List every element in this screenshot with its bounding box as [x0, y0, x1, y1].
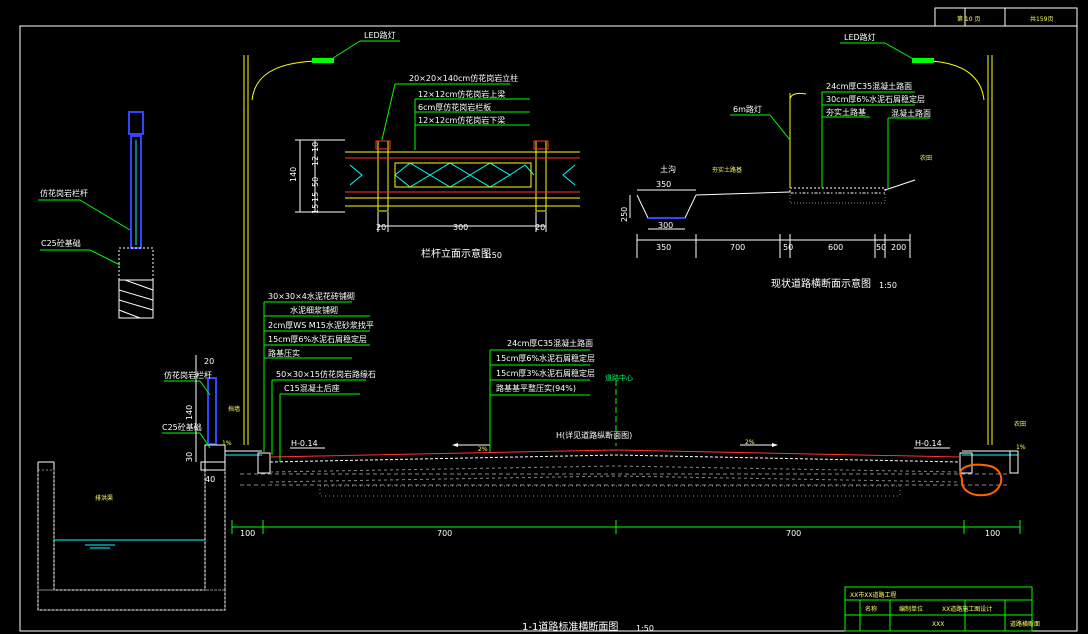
slope-road-right: 2% — [745, 439, 755, 446]
existing-pave: 24cm厚C35混凝土路面 — [826, 81, 912, 91]
level-left: H-0.14 — [291, 439, 318, 448]
centerline-label: 道路中心 — [605, 373, 633, 382]
existing-dim-1: 300 — [658, 221, 673, 230]
existing-scale: 1:50 — [879, 281, 897, 290]
tb-r2c2: XXX — [932, 621, 944, 628]
railing-note-3: 6cm厚仿花岗岩栏板 — [418, 102, 491, 112]
existing-sub: 夯实土路基 — [826, 107, 866, 117]
railing-dim-h4: 15 — [311, 192, 320, 202]
railing-note-2: 12×12cm仿花岗岩上梁 — [418, 89, 505, 99]
existing-edge: 农田 — [920, 154, 932, 162]
left-base-label: C25砼基础 — [41, 238, 81, 248]
sidewalk-note-7: C15混凝土后座 — [284, 383, 340, 393]
level-right: H-0.14 — [915, 439, 942, 448]
sidewalk-note-3: 2cm厚WS M15水泥砂浆找平 — [268, 320, 374, 330]
sheet-total: 共159页 — [1030, 15, 1053, 23]
railing-title: 栏杆立面示意图 — [421, 247, 491, 260]
main-dim-30: 30 — [185, 452, 194, 462]
tb-r1c2: 编制单位 — [899, 605, 923, 613]
existing-dim-7: 50 — [876, 243, 886, 252]
left-railing-label: 仿花岗岩栏杆 — [40, 188, 88, 198]
slope-sidewalk-right: 1% — [1016, 444, 1026, 451]
title-block-bottom: XX市XX道路工程 名称 编制单位 XX道路施工图设计 XXX 道路横断面 — [844, 586, 1040, 632]
markup-circle — [959, 463, 1003, 497]
railing-dim-total: 140 — [289, 167, 298, 182]
existing-shoulder: 夯实土路基 — [712, 166, 742, 174]
main-dim-3: 100 — [985, 529, 1000, 538]
existing-dim-4: 700 — [730, 243, 745, 252]
main-dim-140: 140 — [185, 405, 194, 420]
sheet-number: 第 10 页 — [957, 15, 980, 23]
main-dim-1: 700 — [437, 529, 452, 538]
small-lamp-label: 6m路灯 — [733, 104, 762, 114]
main-cross-section: 排洪渠 仿花岗岩栏杆 C25砼基础 20 140 30 40 挡墙 1% 1% … — [37, 291, 1026, 633]
railing-dim-wl: 20 — [376, 223, 386, 232]
existing-ditch: 土沟 — [660, 164, 676, 174]
main-dim-0: 100 — [240, 529, 255, 538]
existing-dim-0: 350 — [656, 180, 671, 189]
river-label: 排洪渠 — [95, 494, 113, 502]
main-scale: 1:50 — [636, 624, 654, 633]
tb-r2c3: 道路横断面 — [1010, 620, 1040, 628]
road-note-3: 15cm厚3%水泥石屑稳定层 — [496, 368, 595, 378]
existing-dim-5: 50 — [783, 243, 793, 252]
railing-dim-h3: 50 — [311, 177, 320, 187]
sidewalk-note-5: 路基压实 — [268, 348, 300, 358]
railing-scale: 1:50 — [484, 251, 502, 260]
railing-dim-h2: 12 — [311, 156, 320, 166]
railing-elevation: 140 10 12 50 15 15 20 300 20 20×20×140cm… — [289, 73, 580, 260]
existing-dim-2: 250 — [620, 207, 629, 222]
sidewalk-note-2: 水泥细浆铺砌 — [290, 305, 338, 315]
railing-dim-wr: 20 — [535, 223, 545, 232]
road-note-1: 24cm厚C35混凝土路面 — [507, 338, 593, 348]
existing-title: 现状道路横断面示意图 — [771, 277, 871, 290]
railing-note-1: 20×20×140cm仿花岗岩立柱 — [409, 73, 518, 83]
main-base-label: C25砼基础 — [162, 422, 202, 432]
right-edge-label: 农田 — [1014, 420, 1026, 428]
hi-label: H(详见道路纵断面图) — [556, 430, 632, 440]
existing-dim-3: 350 — [656, 243, 671, 252]
existing-base: 30cm厚6%水泥石屑稳定层 — [826, 94, 925, 104]
railing-dim-h1: 10 — [311, 142, 320, 152]
existing-dim-8: 200 — [891, 243, 906, 252]
tb-r1c1: 名称 — [865, 605, 877, 613]
existing-dim-6: 600 — [828, 243, 843, 252]
left-railing-detail: 仿花岗岩栏杆 C25砼基础 — [38, 111, 154, 319]
main-dim-20: 20 — [204, 357, 214, 366]
right-lamp: LED路灯 — [840, 32, 993, 445]
existing-soil: 混凝土路面 — [891, 108, 931, 118]
sidewalk-note-1: 30×30×4水泥花砖铺砌 — [268, 291, 355, 301]
road-note-2: 15cm厚6%水泥石屑稳定层 — [496, 353, 595, 363]
left-lamp: LED路灯 — [243, 30, 400, 445]
main-railing-label: 仿花岗岩栏杆 — [164, 370, 212, 380]
railing-note-4: 12×12cm仿花岗岩下梁 — [418, 115, 505, 125]
main-dim-40: 40 — [205, 475, 215, 484]
right-lamp-label: LED路灯 — [844, 32, 876, 42]
title-block-top: 第 10 页 共159页 — [934, 7, 1078, 27]
railing-dim-h5: 15 — [311, 204, 320, 214]
slope-sidewalk-left: 1% — [222, 440, 232, 447]
sidewalk-note-6: 50×30×15仿花岗岩路缘石 — [276, 369, 376, 379]
main-dim-2: 700 — [786, 529, 801, 538]
main-title: 1-1道路标准横断面图 — [522, 620, 618, 633]
tb-project: XX市XX道路工程 — [850, 591, 896, 599]
road-note-4: 路基基平整压实(94%) — [496, 383, 576, 393]
slope-road-left: 2% — [478, 446, 488, 453]
drawing-frame — [19, 25, 1078, 632]
main-wall-label: 挡墙 — [228, 405, 240, 413]
tb-r1c3: XX道路施工图设计 — [942, 605, 992, 613]
sidewalk-note-4: 15cm厚6%水泥石屑稳定层 — [268, 334, 367, 344]
left-lamp-label: LED路灯 — [364, 30, 396, 40]
existing-road-section: 6m路灯 24cm厚C35混凝土路面 30cm厚6%水泥石屑稳定层 夯实土路基 … — [620, 81, 932, 290]
railing-dim-wm: 300 — [453, 223, 468, 232]
